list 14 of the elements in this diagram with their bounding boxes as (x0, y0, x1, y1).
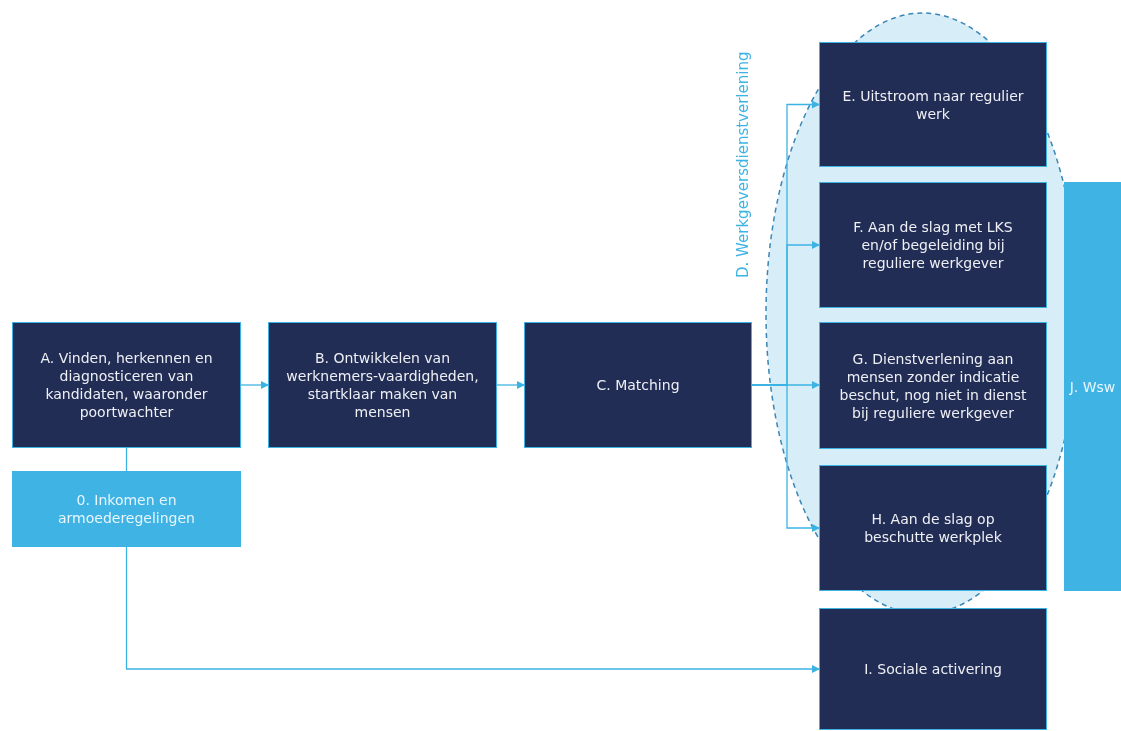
connector-arrow (496, 381, 525, 389)
group-heading: D. Werkgeversdienstverlening (733, 50, 753, 281)
process-box: C. Matching (524, 322, 752, 448)
process-box: 0. Inkomen en armoederegelingen (12, 471, 241, 547)
process-box: B. Ontwikkelen van werknemers-vaardigheden, startklaar maken van mensen (268, 322, 497, 448)
connector-arrow (125, 546, 820, 673)
process-box: J. Wsw (1064, 182, 1121, 591)
process-box: G. Dienstverlening aan mensen zonder indicatie beschut, nog niet in dienst bij reguliere werkgever (819, 322, 1047, 449)
process-box: E. Uitstroom naar regulier werk (819, 42, 1047, 167)
process-box: F. Aan de slag met LKS en/of begeleiding bij reguliere werkgever (819, 182, 1047, 308)
process-box: H. Aan de slag op beschutte werkplek (819, 465, 1047, 591)
process-box: I. Sociale activering (819, 608, 1047, 730)
connector-arrow (240, 381, 269, 389)
process-box: A. Vinden, herkennen en diagnosticeren van kandidaten, waaronder poortwachter (12, 322, 241, 448)
